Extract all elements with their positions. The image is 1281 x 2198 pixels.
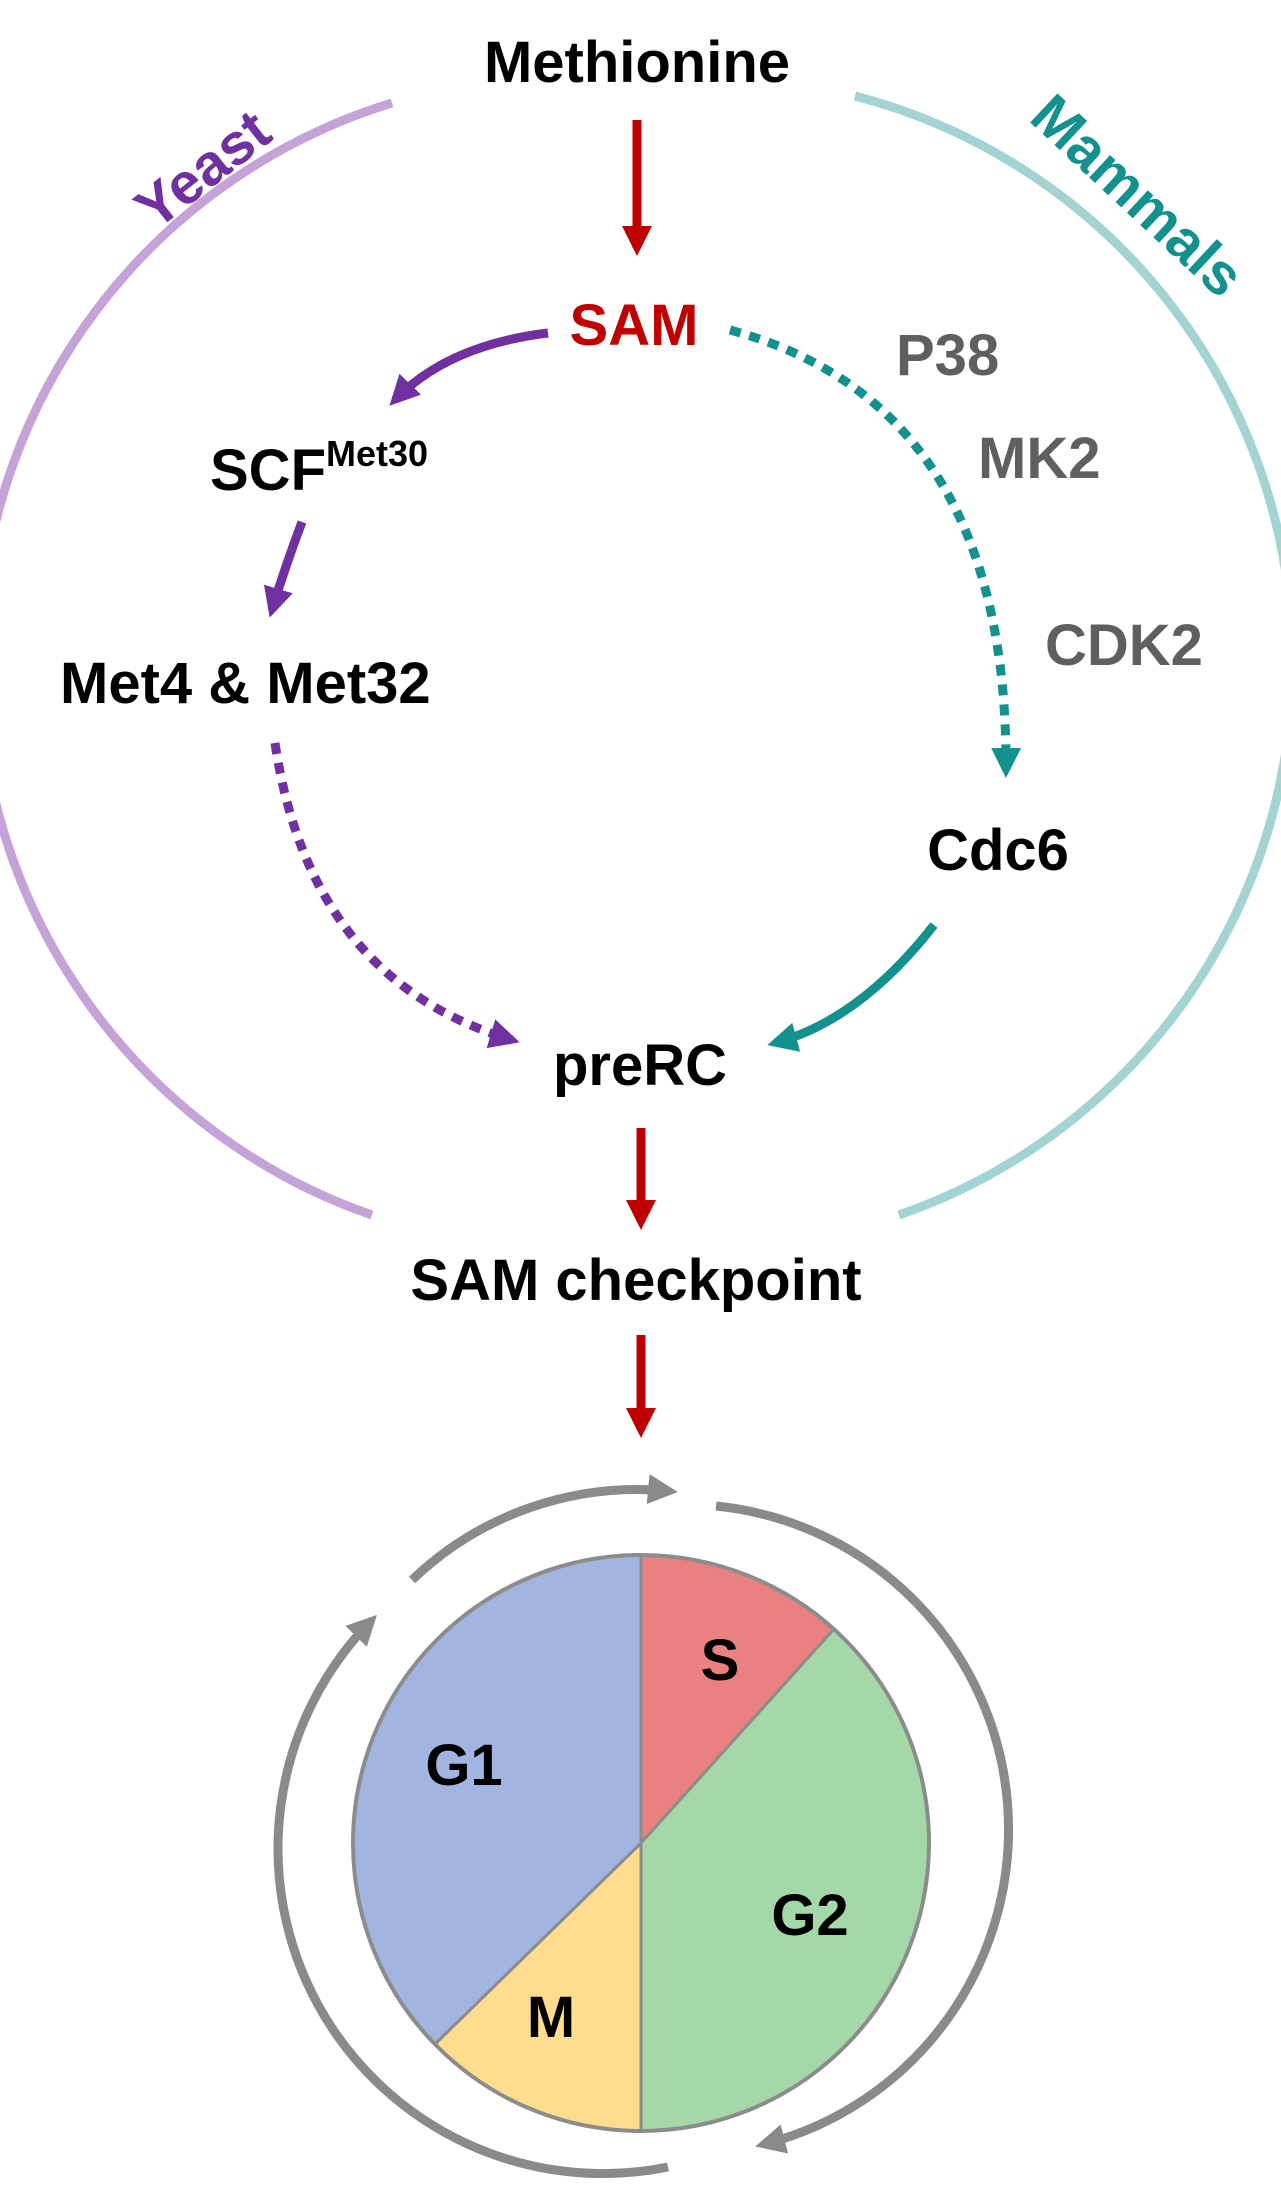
scf-to-met4-arrow-icon <box>263 520 307 618</box>
mammals-region-arc <box>853 91 1281 1220</box>
kinase-cdk2-label: CDK2 <box>1045 613 1203 678</box>
met4-to-prerc-dotted-arrow-icon <box>270 742 520 1049</box>
kinase-mk2-label: MK2 <box>978 426 1100 491</box>
scf-main-text: SCF <box>210 438 326 503</box>
sam-to-scf-arrow-icon <box>389 328 549 406</box>
prerc-label: preRC <box>553 1033 727 1098</box>
phase-m-label: M <box>527 1985 575 2050</box>
sam-label: SAM <box>570 293 699 358</box>
yeast-region-arc <box>0 98 394 1220</box>
cycle-arrow-right-icon <box>715 1501 1014 2154</box>
cycle-arrow-top-left-icon <box>408 1474 678 1584</box>
cdc6-label: Cdc6 <box>927 818 1069 883</box>
scf-superscript: Met30 <box>326 433 428 474</box>
cell-cycle-pie <box>351 1553 931 2133</box>
met4-met32-label: Met4 & Met32 <box>60 651 431 716</box>
phase-s-label: S <box>701 1628 740 1693</box>
scf-label: SCFMet30 <box>210 433 428 503</box>
sam-checkpoint-label: SAM checkpoint <box>410 1248 861 1313</box>
yeast-label: Yeast <box>123 97 282 242</box>
sam-to-cdc6-dotted-arrow-icon <box>728 325 1022 778</box>
phase-g2-label: G2 <box>771 1883 848 1948</box>
phase-g1-label: G1 <box>425 1733 502 1798</box>
cycle-arrow-left-icon <box>273 1614 669 2179</box>
kinase-p38-label: P38 <box>896 323 999 388</box>
cell-cycle-outline <box>351 1553 931 2133</box>
methionine-label: Methionine <box>484 30 790 95</box>
cdc6-to-prerc-arrow-icon <box>767 922 938 1052</box>
